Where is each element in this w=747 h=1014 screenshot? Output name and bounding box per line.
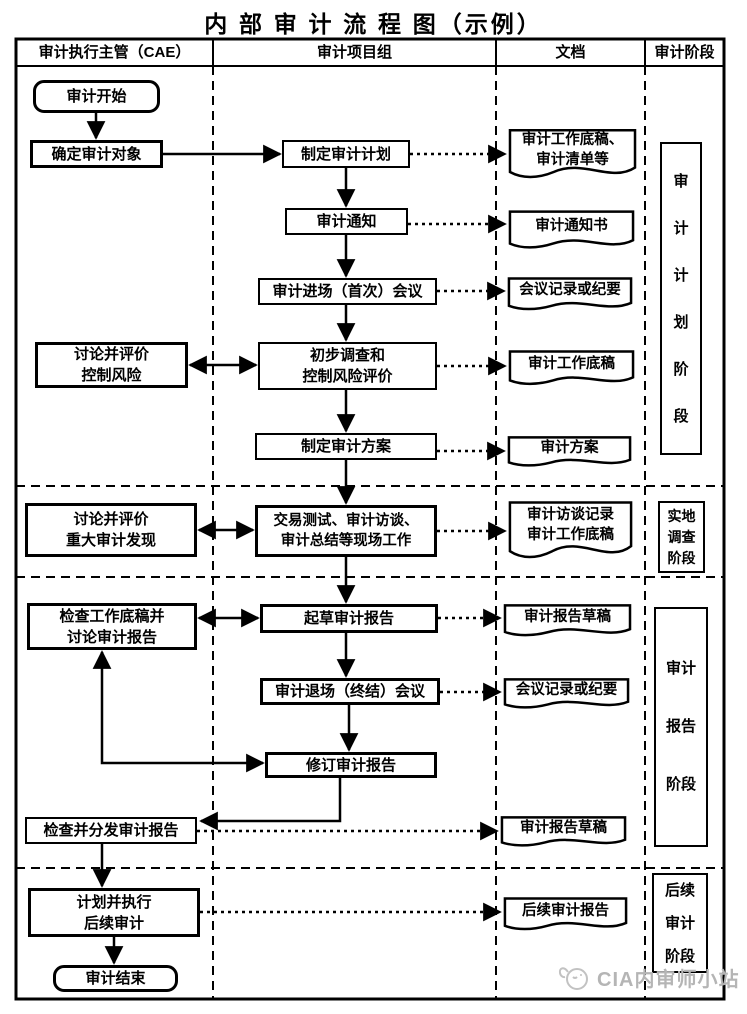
document-label: 审计报告草稿 [524,609,611,625]
document-shape-icon [503,678,630,711]
node-audit-notice: 审计通知 [285,208,408,235]
node-entrance-meeting: 审计进场（首次）会议 [258,278,437,305]
column-header-documents: 文档 [555,44,586,61]
document-shape-icon [507,277,633,313]
doc-draft-report-1: 审计报告草稿 [503,604,632,639]
node-audit-start: 审计开始 [33,80,160,113]
document-label: 审计报告草稿 [520,820,607,836]
node-discuss-findings: 讨论并评价 重大审计发现 [25,503,197,557]
node-audit-program: 制定审计方案 [255,433,437,460]
column-header-executive: 审计执行主管（CAE） [38,44,191,61]
document-shape-icon [503,604,632,639]
document-label: 后续审计报告 [522,903,609,919]
node-draft-report: 起草审计报告 [260,604,438,633]
node-make-plan: 制定审计计划 [282,140,410,168]
doc-meeting-minutes-1: 会议记录或纪要 [507,277,633,313]
document-label: 审计方案 [540,440,599,456]
doc-notice-letter: 审计通知书 [508,210,635,252]
page-title: 内 部 审 计 流 程 图（示例） [204,12,543,37]
document-label: 审计通知书 [535,218,608,234]
document-shape-icon [508,128,637,183]
document-shape-icon [508,210,635,252]
document-shape-icon [508,500,633,564]
watermark: CIA内审师小站 [556,962,739,992]
doc-workpapers-checklist: 审计工作底稿、 审计清单等 [508,128,637,183]
phase-follow-up: 后续 审计 阶段 [652,873,708,973]
document-shape-icon [500,816,627,849]
doc-follow-up-report: 后续审计报告 [503,897,628,933]
doc-meeting-minutes-2: 会议记录或纪要 [503,678,630,711]
document-label: 审计访谈记录 审计工作底稿 [527,507,614,543]
document-label: 审计工作底稿、 审计清单等 [521,132,624,168]
column-header-team: 审计项目组 [316,44,392,61]
phase-field-survey: 实地 调查 阶段 [658,501,705,573]
phase-label: 审 计 计 划 阶 段 [673,172,689,425]
phase-label: 后续 审计 阶段 [664,881,695,965]
doc-draft-report-2: 审计报告草稿 [500,816,627,849]
node-preliminary-survey: 初步调查和 控制风险评价 [258,342,437,390]
node-audit-end: 审计结束 [53,965,178,992]
document-shape-icon [508,350,635,388]
node-determine-object: 确定审计对象 [30,140,163,168]
node-exit-meeting: 审计退场（终结）会议 [260,678,440,705]
watermark-text: CIA内审师小站 [597,968,740,991]
phase-label: 审计 报告 阶段 [665,660,696,793]
node-fieldwork: 交易测试、审计访谈、 审计总结等现场工作 [255,505,437,557]
document-label: 会议记录或纪要 [519,282,621,298]
arrow-revise-to-distribute-elbow [199,778,342,831]
document-label: 审计工作底稿 [528,356,615,372]
node-discuss-control-risk: 讨论并评价 控制风险 [35,342,188,388]
document-shape-icon [507,436,632,469]
node-distribute-report: 检查并分发审计报告 [25,817,197,844]
phase-label: 实地 调查 阶段 [667,507,696,566]
doc-interview-records: 审计访谈记录 审计工作底稿 [508,500,633,564]
doc-audit-program: 审计方案 [507,436,632,469]
watermark-logo-icon [558,967,588,990]
doc-workpapers: 审计工作底稿 [508,350,635,388]
phase-reporting: 审计 报告 阶段 [654,607,708,847]
table-outer-border [14,37,726,1001]
node-review-workpapers: 检查工作底稿并 讨论审计报告 [27,603,197,650]
arrow-review-revise-elbow-both [92,650,265,773]
document-shape-icon [503,897,628,933]
document-label: 会议记录或纪要 [515,682,618,698]
node-follow-up: 计划并执行 后续审计 [28,888,200,937]
column-header-phase: 审计阶段 [654,44,715,61]
phase-planning: 审 计 计 划 阶 段 [660,142,702,455]
node-revise-report: 修订审计报告 [265,752,437,778]
